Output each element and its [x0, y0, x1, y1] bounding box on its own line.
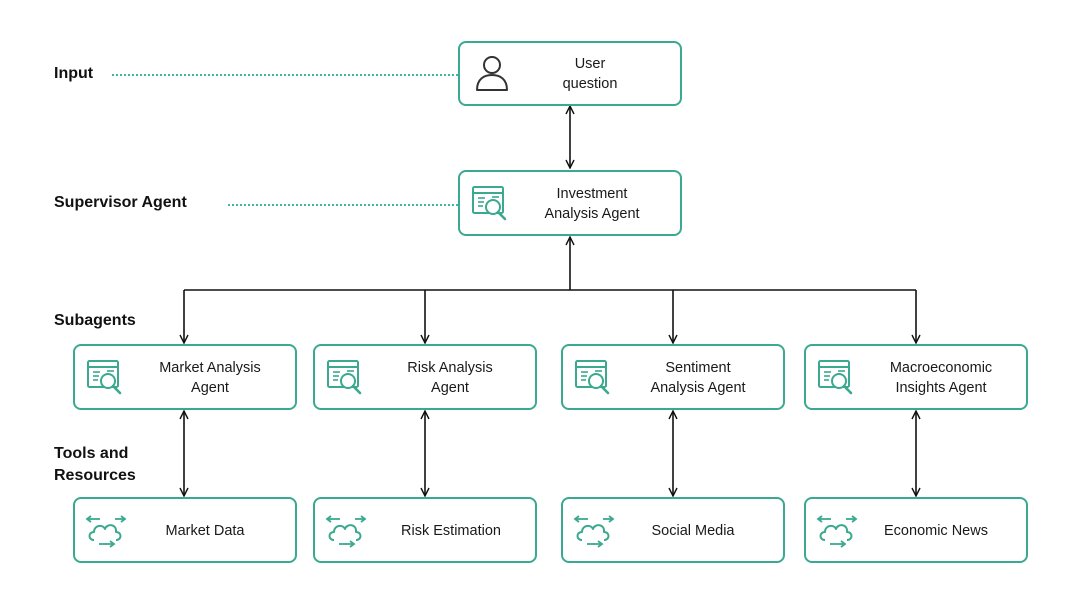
social-media-label: Social Media — [651, 523, 735, 539]
risk-estimation-tool-node: Risk Estimation — [313, 497, 537, 563]
level-label-tools-line2: Resources — [54, 467, 136, 484]
social-media-tool-node: Social Media — [561, 497, 785, 563]
user-question-line2: question — [562, 76, 618, 92]
market-data-tool-node: Market Data — [73, 497, 297, 563]
economic-news-tool-node: Economic News — [804, 497, 1028, 563]
cloud-exchange-icon — [573, 515, 615, 548]
user-icon — [476, 56, 508, 91]
search-document-icon — [327, 360, 362, 395]
risk-agent-line2: Agent — [431, 380, 469, 396]
level-label-supervisor: Supervisor Agent — [54, 194, 187, 211]
level-label-subagents: Subagents — [54, 312, 136, 329]
sentiment-agent-line1: Sentiment — [665, 360, 731, 376]
search-document-icon — [87, 360, 122, 395]
risk-estimation-label: Risk Estimation — [401, 523, 501, 539]
cloud-exchange-icon — [816, 515, 858, 548]
investment-agent-line1: Investment — [556, 186, 628, 202]
user-question-line1: User — [574, 56, 606, 72]
market-data-label: Market Data — [165, 523, 245, 539]
supervisor-leader-line — [228, 204, 458, 206]
user-question-node: User question — [458, 41, 682, 106]
search-document-icon — [575, 360, 610, 395]
cloud-exchange-icon — [325, 515, 367, 548]
sentiment-agent-line2: Analysis Agent — [650, 380, 746, 396]
level-label-input: Input — [54, 65, 94, 82]
search-document-icon — [818, 360, 853, 395]
market-analysis-agent-node: Market Analysis Agent — [73, 344, 297, 410]
sentiment-analysis-agent-node: Sentiment Analysis Agent — [561, 344, 785, 410]
search-document-icon — [472, 186, 507, 221]
level-label-tools: Tools and Resources — [54, 443, 136, 487]
investment-analysis-agent-node: Investment Analysis Agent — [458, 170, 682, 236]
economic-news-label: Economic News — [884, 523, 988, 539]
macroeconomic-insights-agent-node: Macroeconomic Insights Agent — [804, 344, 1028, 410]
macro-agent-line1: Macroeconomic — [889, 360, 993, 376]
investment-agent-line2: Analysis Agent — [544, 206, 640, 222]
market-agent-line2: Agent — [191, 380, 229, 396]
risk-analysis-agent-node: Risk Analysis Agent — [313, 344, 537, 410]
macro-agent-line2: Insights Agent — [895, 380, 987, 396]
market-agent-line1: Market Analysis — [159, 360, 261, 376]
input-leader-line — [112, 74, 458, 76]
level-label-tools-line1: Tools and — [54, 445, 129, 462]
risk-agent-line1: Risk Analysis — [407, 360, 493, 376]
cloud-exchange-icon — [85, 515, 127, 548]
